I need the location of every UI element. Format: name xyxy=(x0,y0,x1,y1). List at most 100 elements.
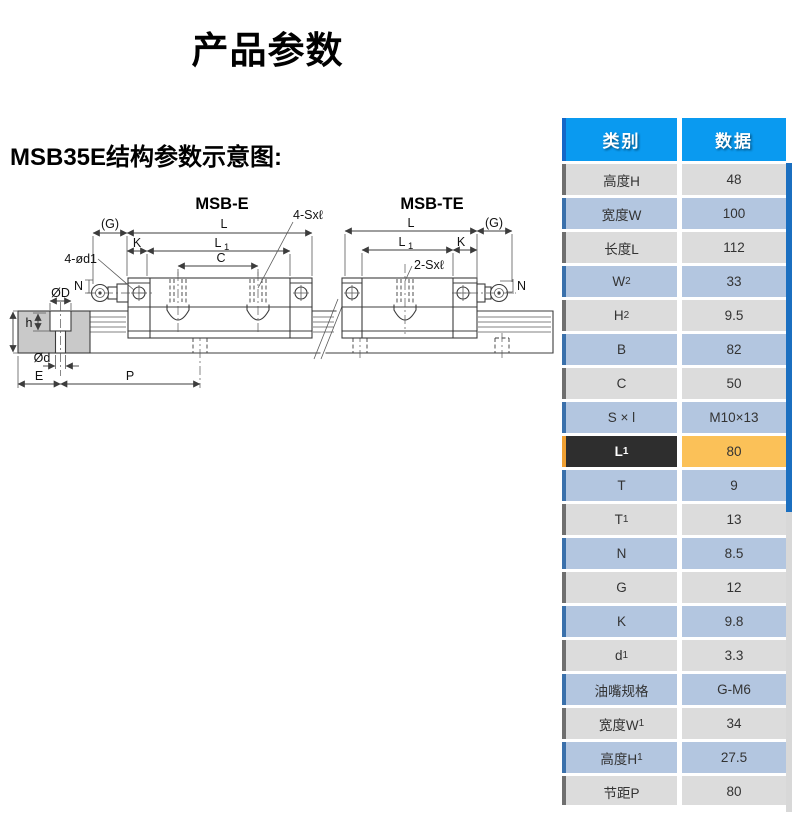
technical-diagram: MSB-E xyxy=(9,195,554,388)
dim-L1-left: L xyxy=(215,236,222,250)
endcap-hole-right xyxy=(293,285,309,301)
scrollbar-thumb[interactable] xyxy=(786,163,792,512)
table-row[interactable]: N 8.5 xyxy=(562,538,786,569)
row-accent-bar xyxy=(562,538,566,569)
dimensions-left: (G) L K L 1 C 4-Sxℓ 4-ød1 N ØD h Ød xyxy=(9,208,323,388)
row-value-cell: 12 xyxy=(682,572,786,603)
dim-L1-left-subscript: 1 xyxy=(224,242,229,253)
category-label: N xyxy=(616,546,627,561)
row-category-cell: 长度L xyxy=(566,232,677,263)
row-category-cell: 油嘴规格 xyxy=(566,674,677,705)
row-category-cell: B xyxy=(566,334,677,365)
row-value-cell: 82 xyxy=(682,334,786,365)
row-value-cell: 100 xyxy=(682,198,786,229)
table-row[interactable]: B 82 xyxy=(562,334,786,365)
dim-K-left: K xyxy=(133,236,142,250)
row-value-cell: 50 xyxy=(682,368,786,399)
row-value-cell: 80 xyxy=(682,436,786,467)
dim-K-right: K xyxy=(457,235,466,249)
left-view-title: MSB-E xyxy=(195,195,248,213)
row-accent-bar xyxy=(562,436,566,467)
carriage-block-right xyxy=(341,264,478,339)
category-label: 高度H xyxy=(600,751,638,767)
category-subscript: 1 xyxy=(637,751,643,763)
mounting-hole-2 xyxy=(246,272,270,334)
category-label: H xyxy=(613,308,624,323)
row-value-cell: 112 xyxy=(682,232,786,263)
table-row[interactable]: 高度H 48 xyxy=(562,164,786,195)
mounting-hole-1 xyxy=(166,272,190,334)
dim-C: C xyxy=(216,251,225,265)
row-value-cell: 9 xyxy=(682,470,786,501)
dim-N-left: N xyxy=(74,279,83,293)
header-data: 数据 xyxy=(682,118,786,161)
row-value-cell: 8.5 xyxy=(682,538,786,569)
row-category-cell: K xyxy=(566,606,677,637)
row-accent-bar xyxy=(562,470,566,501)
row-category-cell: N xyxy=(566,538,677,569)
row-category-cell: T xyxy=(566,470,677,501)
dim-N-right: N xyxy=(517,279,526,293)
table-header-row: 类别 数据 xyxy=(562,118,786,161)
row-accent-bar xyxy=(562,572,566,603)
header-category: 类别 xyxy=(566,118,677,161)
dim-L1-right-subscript: 1 xyxy=(408,241,413,252)
row-value-cell: 9.8 xyxy=(682,606,786,637)
category-label: 油嘴规格 xyxy=(594,683,649,699)
category-label: B xyxy=(616,342,626,357)
row-accent-bar xyxy=(562,402,566,433)
row-accent-bar xyxy=(562,742,566,773)
row-category-cell: S × l xyxy=(566,402,677,433)
left-view: MSB-E xyxy=(9,195,346,388)
row-accent-bar xyxy=(562,606,566,637)
rail-side-left xyxy=(89,298,346,388)
row-category-cell: G xyxy=(566,572,677,603)
leader-2-sxl xyxy=(404,265,413,282)
category-label: 宽度W xyxy=(601,207,642,223)
label-2-sxl: 2-Sxℓ xyxy=(414,258,444,272)
leader-4-sxl xyxy=(257,221,294,289)
category-subscript: 1 xyxy=(622,513,629,525)
dim-G-left: (G) xyxy=(101,217,119,231)
row-accent-bar xyxy=(562,504,566,535)
category-label: T xyxy=(617,478,626,493)
table-row[interactable]: 宽度W 100 xyxy=(562,198,786,229)
dim-E: E xyxy=(35,369,43,383)
row-accent-bar xyxy=(562,674,566,705)
label-4-od1: 4-ød1 xyxy=(64,252,97,266)
row-value-cell: 48 xyxy=(682,164,786,195)
row-accent-bar xyxy=(562,300,566,331)
dim-L1-right: L xyxy=(399,235,406,249)
row-value-cell: 9.5 xyxy=(682,300,786,331)
rail-cross-section xyxy=(17,302,91,376)
category-subscript: 2 xyxy=(625,275,631,287)
table-scrollbar[interactable] xyxy=(786,163,792,812)
category-label: 节距P xyxy=(603,785,640,801)
dim-L-right: L xyxy=(408,216,415,230)
row-value-cell: 33 xyxy=(682,266,786,297)
dim-P: P xyxy=(126,369,134,383)
category-label: 高度H xyxy=(603,173,640,189)
category-label: T xyxy=(614,512,623,527)
leader-4-od1 xyxy=(97,258,135,291)
